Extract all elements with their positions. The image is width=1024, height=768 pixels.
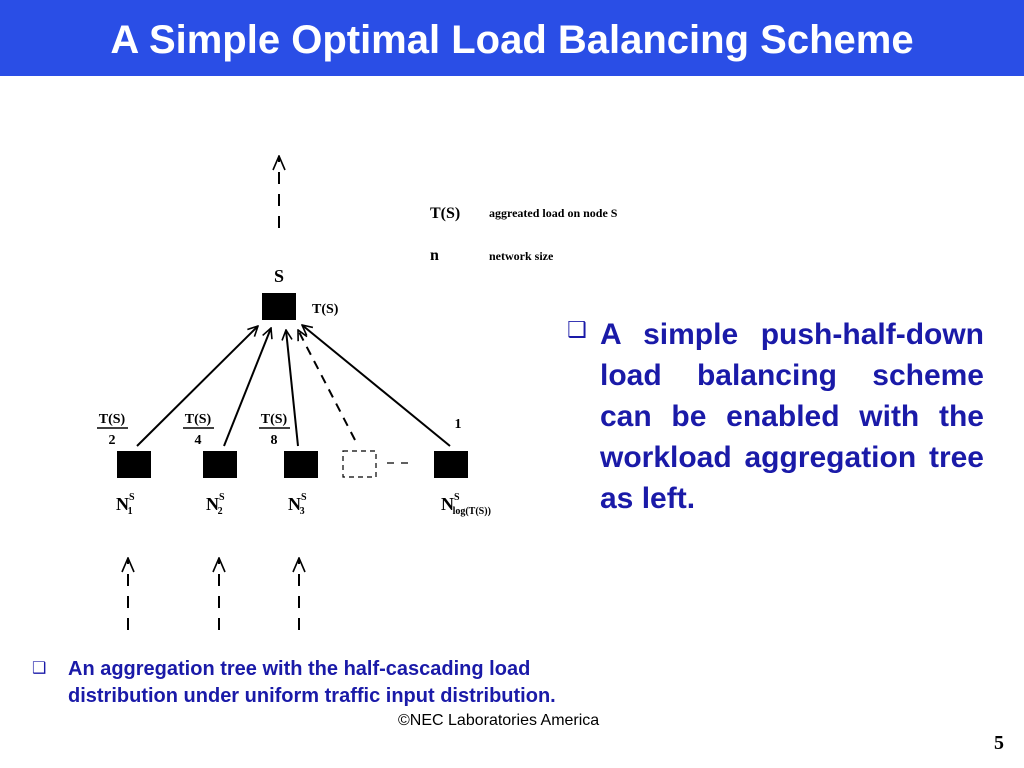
right-bullet-text: A simple push-half-down load balancing s… (600, 318, 984, 515)
svg-text:T(S): T(S) (99, 412, 126, 427)
root-label: S (274, 266, 284, 286)
edge-label-eighth: T(S) 8 (259, 412, 290, 448)
svg-text:T(S): T(S) (185, 412, 212, 427)
svg-text:T(S): T(S) (261, 412, 288, 427)
edge-label-one: 1 (455, 417, 462, 432)
legend-desc-ts: aggreated load on node S (489, 206, 618, 220)
right-bullet-marker: ❑ (567, 318, 587, 343)
svg-text:2: 2 (109, 433, 116, 448)
edge-n3 (286, 330, 299, 447)
legend-desc-n: network size (489, 249, 554, 263)
root-node (262, 293, 296, 320)
page-number: 5 (994, 732, 1004, 754)
legend-symbol-n: n (430, 247, 439, 264)
legend-symbol-ts: T(S) (430, 205, 460, 222)
child-node-placeholder (342, 450, 377, 478)
edge-n2 (223, 328, 271, 447)
edge-label-half: T(S) 2 (97, 412, 128, 448)
svg-text:8: 8 (271, 433, 278, 448)
diagram-caption: An aggregation tree with the half-cascad… (68, 658, 556, 707)
child-node-2 (203, 451, 237, 478)
footer-copyright: ©NEC Laboratories America (398, 712, 600, 729)
child-node-3 (284, 451, 318, 478)
title-bar (0, 0, 1024, 76)
edge-nlog (302, 325, 451, 447)
child-node-1 (117, 451, 151, 478)
slide-title: A Simple Optimal Load Balancing Scheme (110, 18, 914, 62)
edge-dashed (297, 330, 356, 441)
root-load-label: T(S) (312, 302, 339, 317)
edge-label-quarter: T(S) 4 (183, 412, 214, 448)
child-node-log (434, 451, 468, 478)
svg-text:4: 4 (195, 433, 202, 448)
edge-n1 (136, 326, 258, 447)
caption-bullet-marker: ❑ (32, 658, 47, 677)
